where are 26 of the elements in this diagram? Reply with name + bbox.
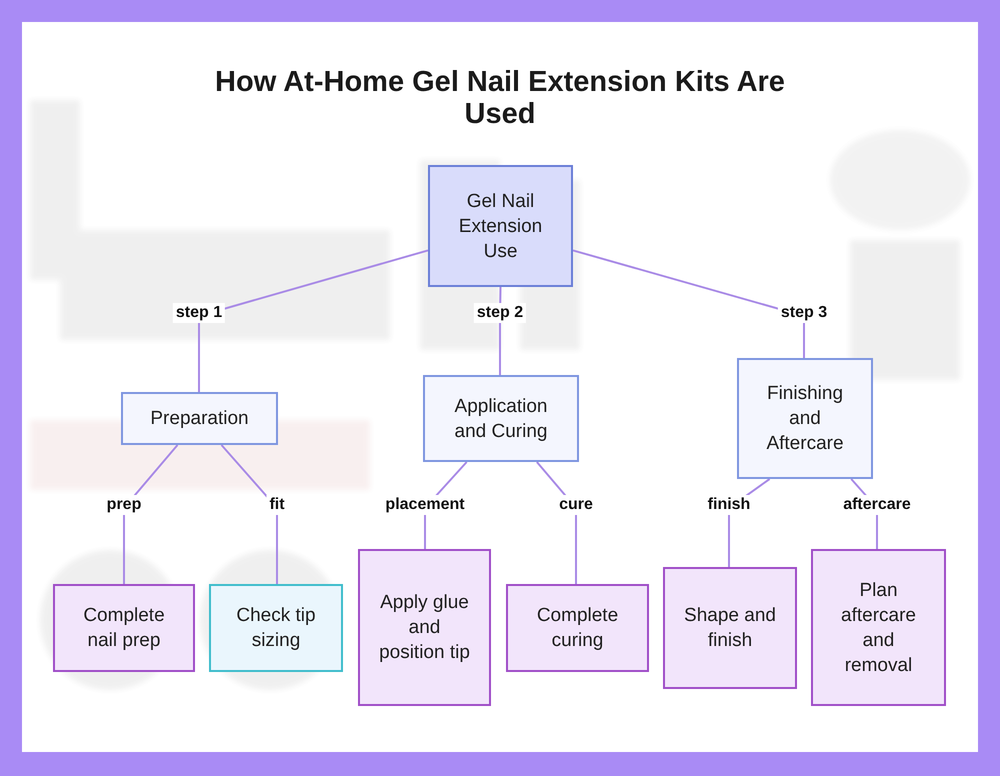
node-text: Shape and finish [683, 604, 777, 653]
edge-label: step 1 [172, 303, 226, 323]
task-box [358, 549, 491, 706]
node-text: Preparation [149, 407, 250, 431]
task-box [663, 567, 797, 689]
connector-line [198, 249, 428, 392]
node-text: Gel Nail Extension Use [458, 190, 544, 264]
root-box [428, 165, 573, 287]
connector-line [220, 444, 278, 584]
step-box [423, 375, 579, 462]
node-text: Apply glue and position tip [378, 591, 471, 665]
step-box [737, 358, 873, 479]
node-text: Check tip sizing [235, 604, 317, 653]
task-box [209, 584, 343, 672]
node-text: Complete curing [536, 604, 620, 653]
node-text: Complete nail prep [82, 604, 166, 653]
task-box [811, 549, 946, 706]
diagram-title: How At-Home Gel Nail Extension Kits Are Used [214, 66, 786, 130]
node-text: Finishing and Aftercare [765, 382, 845, 456]
connector-line [572, 249, 805, 358]
node-text: Application and Curing [454, 394, 548, 444]
edge-label: step 2 [474, 303, 526, 323]
step-box [121, 392, 278, 445]
task-box [53, 584, 195, 672]
task-box [506, 584, 649, 672]
node-text: Plan aftercare and removal [840, 578, 917, 678]
